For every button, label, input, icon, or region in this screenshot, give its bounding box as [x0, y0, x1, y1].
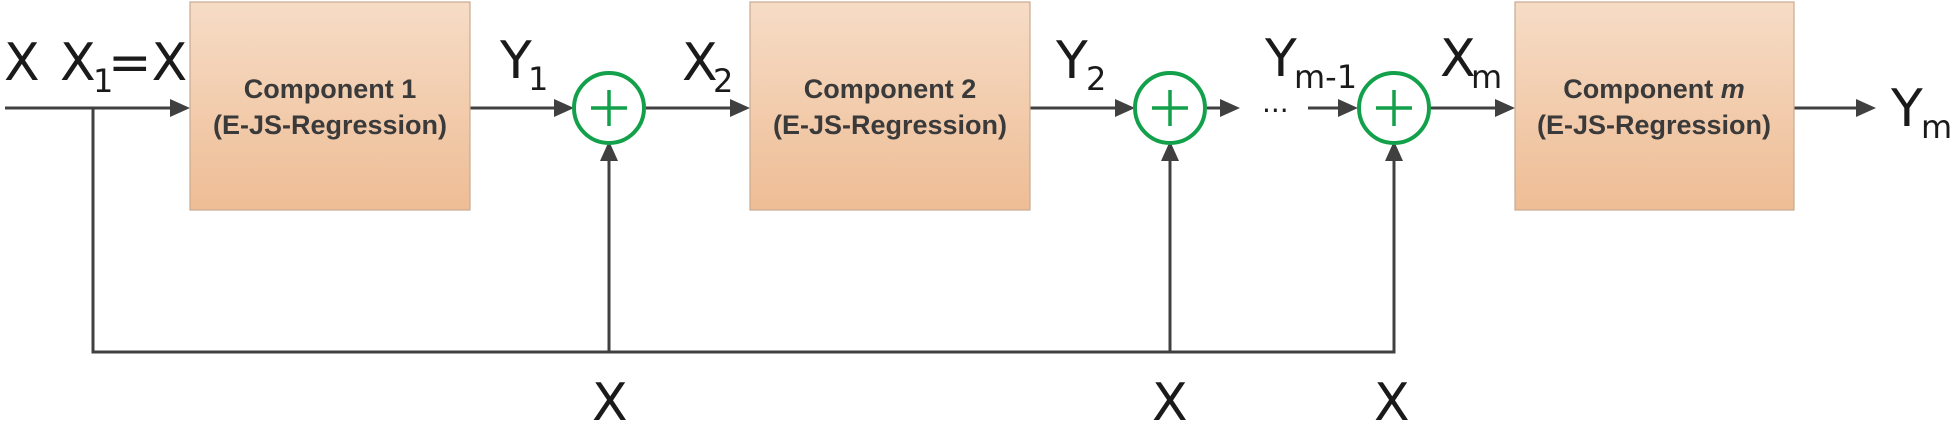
svg-text:Y: Y	[499, 31, 532, 91]
svg-text:m: m	[1471, 58, 1502, 96]
y2-label: Y 2	[1055, 31, 1106, 98]
ym1-label: Y m-1	[1264, 29, 1357, 96]
xm-label: X m	[1440, 29, 1502, 96]
arrow-icon	[730, 99, 750, 117]
arrow-icon	[600, 141, 618, 161]
arrow-icon	[554, 99, 574, 117]
component-2-box: Component 2 (E-JS-Regression)	[749, 1, 1031, 211]
ym-label: Y m	[1890, 79, 1950, 146]
component-2-method: (E-JS-Regression)	[773, 110, 1007, 140]
component-1-name: Component 1	[244, 74, 417, 104]
svg-text:=X: =X	[108, 33, 187, 93]
svg-text:m: m	[1921, 108, 1950, 146]
y1-label: Y 1	[499, 31, 548, 98]
svg-text:2: 2	[713, 62, 733, 100]
arrow-icon	[1495, 99, 1515, 117]
svg-text:1: 1	[93, 62, 113, 100]
input-x-label: X	[4, 33, 40, 93]
svg-text:m-1: m-1	[1294, 58, 1357, 96]
arrow-icon	[1856, 99, 1876, 117]
plus-circle-icon	[572, 71, 646, 145]
svg-text:Y: Y	[1055, 31, 1088, 91]
arrow-icon	[1115, 99, 1135, 117]
arrow-icon	[1385, 141, 1403, 161]
component-m-name: Component m	[1563, 74, 1745, 104]
component-2-name: Component 2	[804, 74, 977, 104]
svg-text:Y: Y	[1264, 29, 1297, 89]
arrow-icon	[1161, 141, 1179, 161]
svg-text:1: 1	[528, 60, 548, 98]
component-1-box: Component 1 (E-JS-Regression)	[189, 1, 471, 211]
x1-label: X 1 =X	[60, 33, 187, 100]
svg-text:X: X	[682, 33, 718, 93]
arrow-icon	[1220, 99, 1240, 117]
feedback-x-label-2: X	[1152, 373, 1188, 433]
component-m-method: (E-JS-Regression)	[1537, 110, 1771, 140]
feedback-bus	[91, 108, 1396, 354]
plus-circle-icon	[1357, 71, 1431, 145]
svg-text:X: X	[1440, 29, 1476, 89]
arrow-icon	[170, 99, 190, 117]
svg-text:2: 2	[1086, 60, 1106, 98]
x2-label: X 2	[682, 33, 733, 100]
plus-circle-icon	[1133, 71, 1207, 145]
arrow-icon	[1338, 99, 1358, 117]
feedback-x-label-1: X	[592, 373, 628, 433]
feedback-x-label-3: X	[1374, 373, 1410, 433]
svg-text:Y: Y	[1890, 79, 1923, 139]
svg-text:X: X	[60, 33, 96, 93]
component-1-method: (E-JS-Regression)	[213, 110, 447, 140]
component-m-box: Component m (E-JS-Regression)	[1514, 1, 1795, 211]
ellipsis: ...	[1262, 86, 1289, 119]
